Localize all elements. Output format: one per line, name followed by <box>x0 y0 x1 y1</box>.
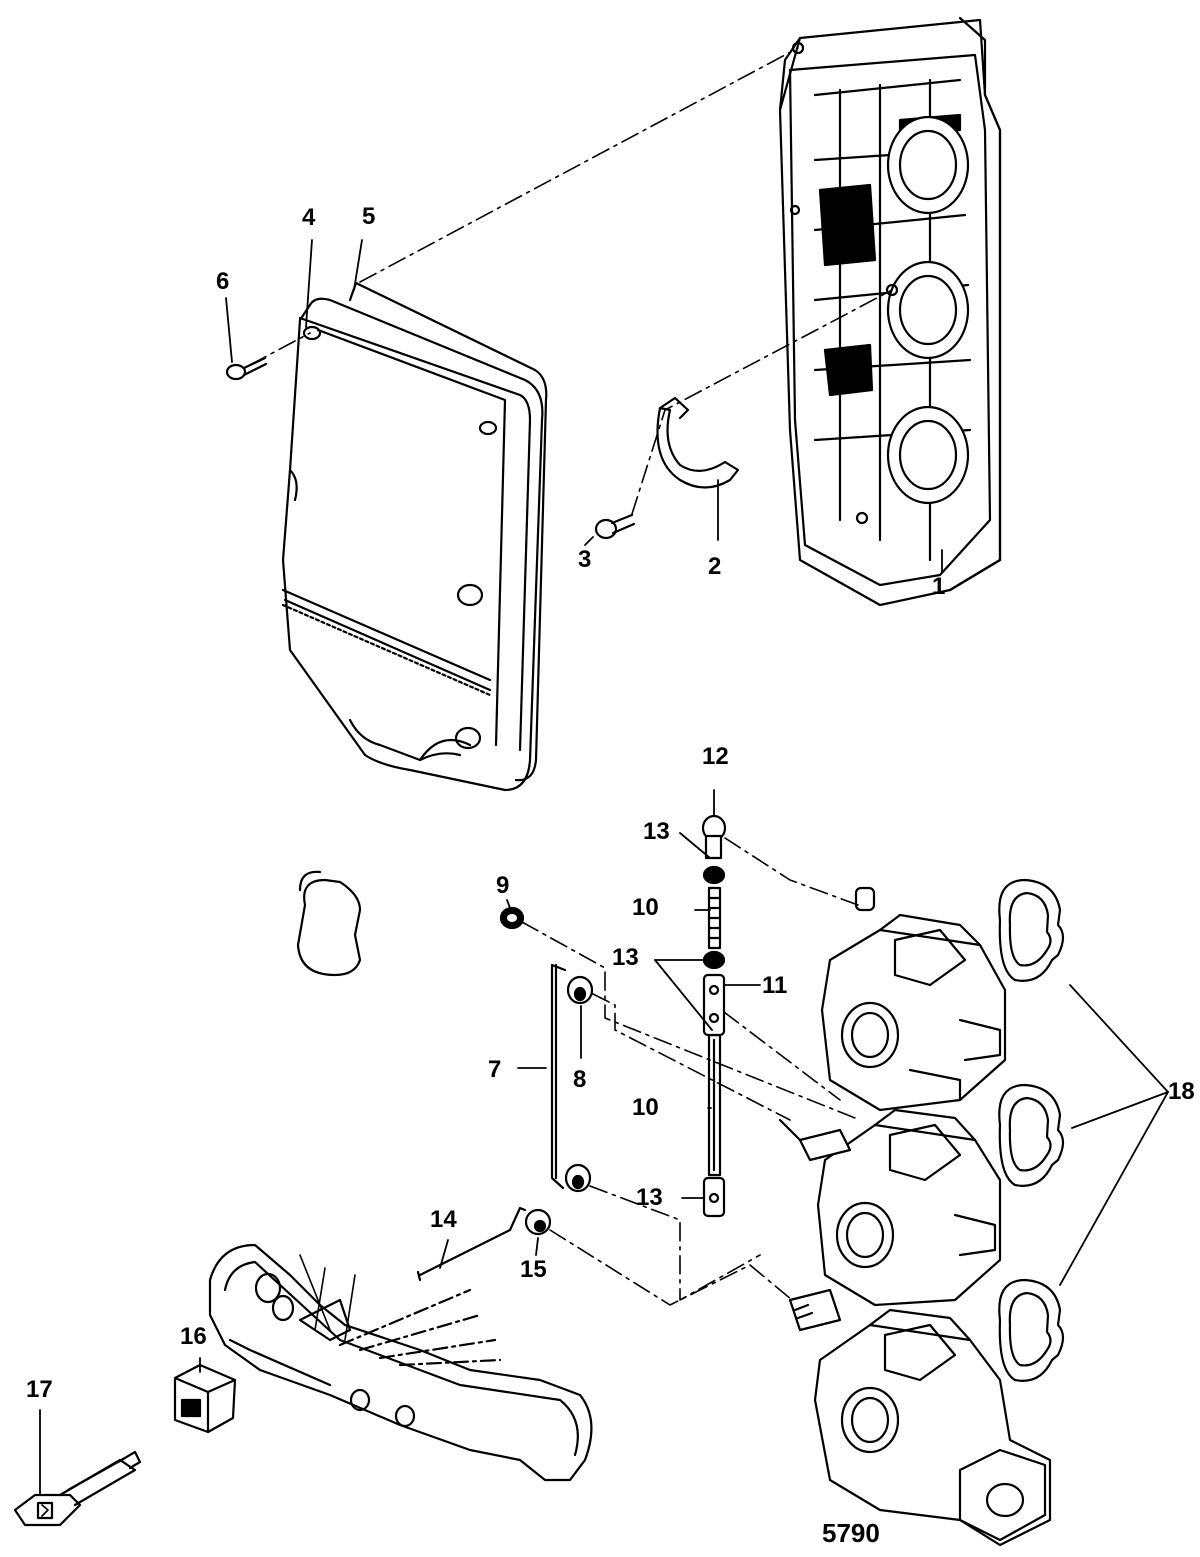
callout-9: 9 <box>496 872 510 899</box>
callout-10a: 10 <box>632 894 659 921</box>
callout-13a: 13 <box>643 818 670 845</box>
callout-1: 1 <box>932 573 946 600</box>
callout-12: 12 <box>702 743 729 770</box>
part-7-rod <box>550 963 567 1190</box>
part-10-threaded-rod <box>707 886 722 1177</box>
part-18-gaskets <box>296 870 1065 1382</box>
callout-16: 16 <box>180 1323 207 1350</box>
callout-5: 5 <box>362 203 376 230</box>
part-4-air-box-cover <box>281 297 544 792</box>
callout-13c: 13 <box>636 1184 663 1211</box>
callout-4: 4 <box>302 204 316 231</box>
part-3-bolt <box>594 513 636 540</box>
part-9-cap <box>499 906 525 930</box>
part-12-ball-joint <box>701 814 727 860</box>
callout-7: 7 <box>488 1056 502 1083</box>
callout-11: 11 <box>762 972 788 999</box>
part-16-block <box>173 1363 237 1434</box>
part-11-connector <box>702 973 726 1218</box>
part-6-screw <box>225 356 268 381</box>
part-14-link <box>416 1206 527 1282</box>
callout-3: 3 <box>578 546 592 573</box>
callout-10b: 10 <box>632 1094 659 1121</box>
part-13-nut <box>702 865 726 970</box>
callout-17: 17 <box>26 1376 53 1403</box>
part-15-ball-socket <box>524 1208 552 1236</box>
part-17-connector <box>13 1450 142 1527</box>
assembly-leader-lines <box>249 47 893 1306</box>
figure-number: 5790 <box>822 1518 880 1548</box>
part-2-bracket <box>656 396 740 489</box>
callout-13b: 13 <box>612 944 639 971</box>
callout-15: 15 <box>520 1256 547 1283</box>
callout-6: 6 <box>216 268 230 295</box>
callout-2: 2 <box>708 553 722 580</box>
callout-14: 14 <box>430 1206 457 1233</box>
lower-cowl-bracket <box>208 1243 593 1482</box>
callout-8: 8 <box>573 1066 587 1093</box>
callout-18: 18 <box>1168 1078 1195 1105</box>
callout-leaders <box>39 239 1169 1496</box>
part-1-adaptor-plate <box>778 16 1002 607</box>
carburetor-assemblies <box>778 886 1052 1547</box>
part-8-ball-socket <box>564 975 594 1193</box>
